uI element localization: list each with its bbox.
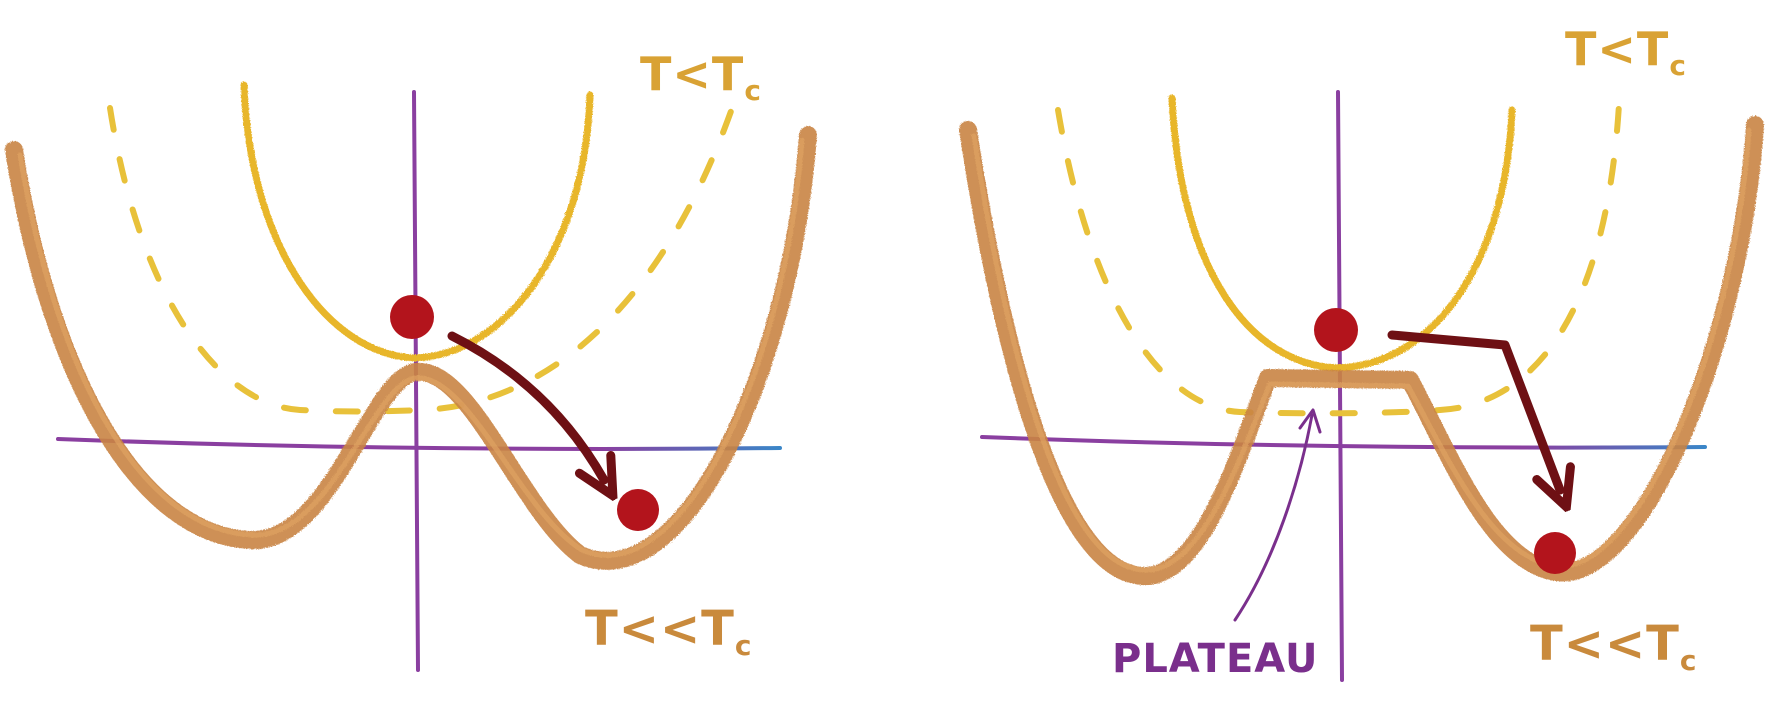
left-upper-label: T<Tc	[640, 47, 762, 107]
left-roll-arrow	[447, 331, 604, 480]
right-ball-top	[1314, 308, 1358, 352]
right-x-axis	[980, 435, 1707, 450]
left-double-well	[5, 126, 817, 570]
left-upper-curve	[240, 81, 594, 362]
left-ball-top	[390, 295, 434, 339]
left-y-axis	[412, 90, 420, 672]
right-double-well	[959, 116, 1764, 586]
right-lower-label: T<<Tc	[1530, 616, 1698, 677]
right-dashed-curve	[1055, 82, 1623, 417]
right-panel: T<Tc T<<Tc PLATEAU	[959, 22, 1764, 682]
left-ball-bottom	[617, 489, 659, 531]
left-lower-label: T<<Tc	[585, 601, 753, 662]
right-upper-label: T<Tc	[1565, 22, 1687, 82]
right-ball-bottom	[1534, 532, 1576, 574]
plateau-label: PLATEAU	[1112, 636, 1318, 682]
right-upper-curve	[1168, 94, 1516, 372]
left-x-axis	[56, 437, 782, 451]
right-roll-arrow	[1387, 330, 1560, 490]
left-dashed-curve	[107, 82, 743, 415]
left-panel: T<Tc T<<Tc	[5, 47, 817, 672]
plateau-pointer-head	[1298, 408, 1322, 434]
plateau-pointer-arrow	[1233, 413, 1314, 622]
